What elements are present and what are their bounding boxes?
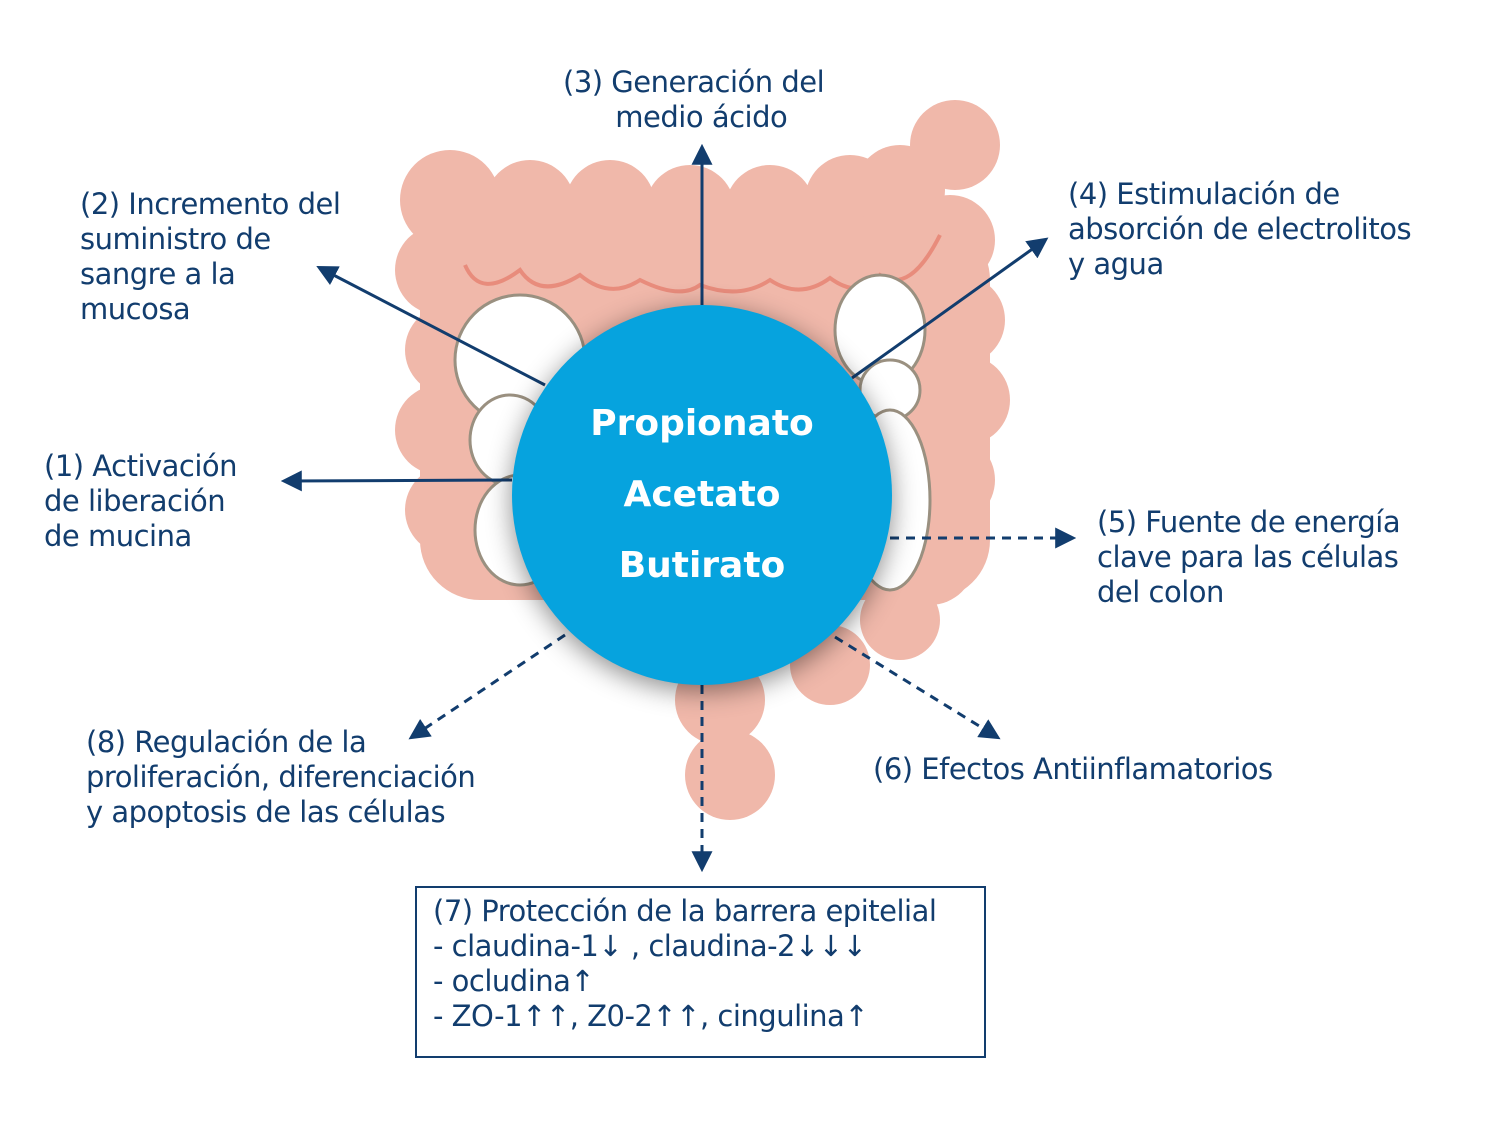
arrow-2: [316, 266, 546, 387]
scfa-circle: Propionato Acetato Butirato: [512, 305, 892, 685]
center-line-propionato: Propionato: [590, 403, 814, 444]
barrier-title: (7) Protección de la barrera epitelial: [433, 894, 937, 928]
effect-5-label: (5) Fuente de energía clave para las cél…: [1097, 505, 1401, 609]
effect-8-label: (8) Regulación de la proliferación, dife…: [86, 725, 476, 829]
arrow-8: [408, 633, 566, 740]
arrow-4: [851, 237, 1049, 380]
barrier-item: - claudina-1↓ , claudina-2↓↓↓: [433, 929, 867, 963]
center-line-acetato: Acetato: [623, 474, 781, 515]
effect-2-label: (2) Incremento del suministro de sangre …: [80, 187, 341, 326]
center-line-butirato: Butirato: [618, 545, 786, 586]
effect-4-label: (4) Estimulación de absorción de electro…: [1068, 177, 1412, 281]
effect-1-label: (1) Activación de liberación de mucina: [44, 449, 238, 553]
arrow-1: [280, 470, 513, 492]
effect-3-label: (3) Generación del medio ácido: [563, 65, 825, 134]
barrier-item: - ocludina↑: [433, 964, 595, 998]
barrier-item: - ZO-1↑↑, Z0-2↑↑, cingulina↑: [433, 999, 869, 1033]
barrier-protection-box: (7) Protección de la barrera epitelial -…: [415, 886, 986, 1058]
effect-6-label: (6) Efectos Antiinflamatorios: [873, 752, 1273, 786]
